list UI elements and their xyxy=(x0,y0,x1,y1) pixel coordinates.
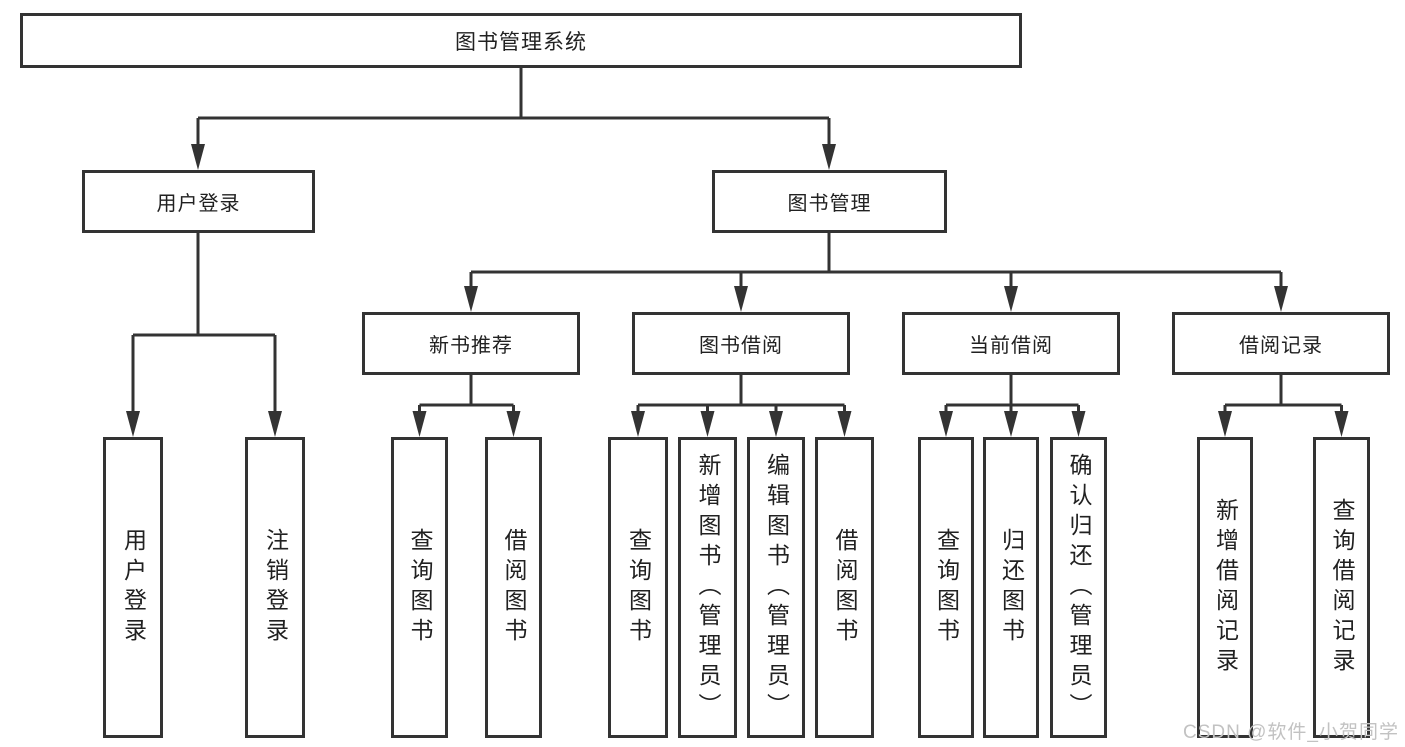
leaf-logout: 注销登录 xyxy=(245,437,305,738)
node-borrow-records: 借阅记录 xyxy=(1172,312,1390,375)
node-user-login: 用户登录 xyxy=(82,170,315,233)
leaf-confirm-return-admin: 确认归还（管理员） xyxy=(1050,437,1107,738)
leaf-add-book-admin: 新增图书（管理员） xyxy=(678,437,737,738)
leaf-query-borrow-record-label: 查询借阅记录 xyxy=(1329,497,1355,678)
node-book-management: 图书管理 xyxy=(712,170,947,233)
node-root: 图书管理系统 xyxy=(20,13,1022,68)
leaf-add-borrow-record: 新增借阅记录 xyxy=(1197,437,1253,738)
leaf-logout-label: 注销登录 xyxy=(262,527,289,648)
leaf-query-books-borrow-label: 查询图书 xyxy=(625,527,652,648)
leaf-query-books-borrow: 查询图书 xyxy=(608,437,668,738)
node-current-borrow: 当前借阅 xyxy=(902,312,1120,375)
leaf-query-books-current: 查询图书 xyxy=(918,437,974,738)
leaf-borrow-books-recommend: 借阅图书 xyxy=(485,437,542,738)
csdn-watermark: CSDN @软件_小贺同学 xyxy=(1183,722,1399,743)
leaf-return-books: 归还图书 xyxy=(983,437,1039,738)
leaf-return-books-label: 归还图书 xyxy=(998,527,1025,648)
leaf-add-book-admin-label: 新增图书（管理员） xyxy=(695,452,721,723)
leaf-query-borrow-record: 查询借阅记录 xyxy=(1313,437,1370,738)
leaf-query-books-current-label: 查询图书 xyxy=(933,527,960,648)
leaf-borrow-books-recommend-label: 借阅图书 xyxy=(501,527,527,648)
leaf-query-books-recommend: 查询图书 xyxy=(391,437,448,738)
leaf-borrow-books-label: 借阅图书 xyxy=(832,527,858,648)
leaf-borrow-books: 借阅图书 xyxy=(815,437,874,738)
leaf-query-books-recommend-label: 查询图书 xyxy=(407,527,433,648)
leaf-edit-book-admin-label: 编辑图书（管理员） xyxy=(763,452,790,723)
leaf-confirm-return-admin-label: 确认归还（管理员） xyxy=(1066,452,1092,723)
leaf-user-login-label: 用户登录 xyxy=(120,527,147,648)
leaf-edit-book-admin: 编辑图书（管理员） xyxy=(747,437,805,738)
leaf-add-borrow-record-label: 新增借阅记录 xyxy=(1212,497,1239,678)
leaf-user-login: 用户登录 xyxy=(103,437,163,738)
node-new-book-recommend: 新书推荐 xyxy=(362,312,580,375)
node-book-borrow: 图书借阅 xyxy=(632,312,850,375)
